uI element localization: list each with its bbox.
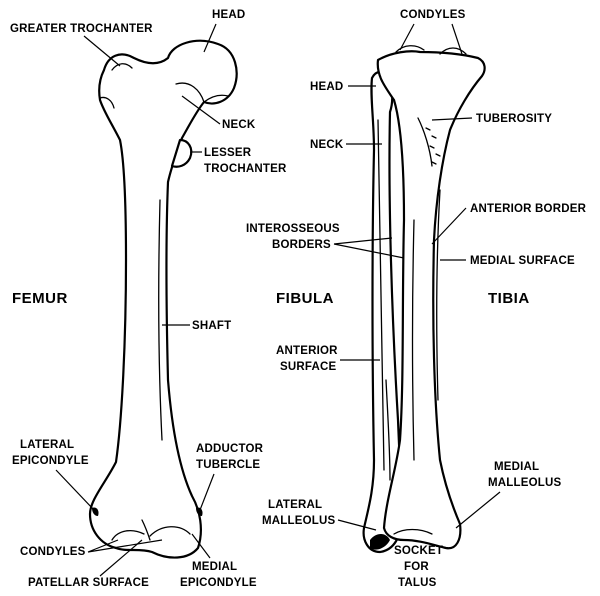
- leader-medial-malleolus: [455, 491, 501, 529]
- label-interosseous-line2: BORDERS: [272, 239, 331, 251]
- label-femur-head: HEAD: [212, 9, 245, 21]
- label-lesser-trochanter-line2: TROCHANTER: [204, 163, 287, 175]
- label-medial-epicondyle-line2: EPICONDYLE: [180, 577, 257, 589]
- label-socket-line2: FOR: [404, 561, 429, 573]
- leader-femur-condyles: [87, 539, 163, 553]
- label-socket-line1: SOCKET: [394, 545, 443, 557]
- femur-title: FEMUR: [12, 290, 68, 307]
- label-tuberosity: TUBEROSITY: [476, 113, 552, 125]
- leader-greater-trochanter: [83, 35, 121, 67]
- label-lesser-trochanter-line1: LESSER: [204, 147, 252, 159]
- leader-interosseous: [333, 237, 405, 259]
- leader-femur-head: [203, 23, 217, 53]
- label-greater-trochanter: GREATER TROCHANTER: [10, 23, 153, 35]
- tibia-bone: [376, 45, 486, 550]
- label-medial-malleolus-line1: MEDIAL: [494, 461, 539, 473]
- label-lateral-malleolus-line1: LATERAL: [268, 499, 322, 511]
- leader-medial-epicondyle: [191, 533, 211, 559]
- label-lateral-malleolus-line2: MALLEOLUS: [262, 515, 335, 527]
- label-medial-surface: MEDIAL SURFACE: [470, 255, 575, 267]
- leader-patellar-surface: [99, 539, 143, 577]
- femur-bone: [88, 39, 238, 559]
- leader-adductor-tubercle: [199, 473, 215, 511]
- label-adductor-tubercle-line2: TUBERCLE: [196, 459, 260, 471]
- fibula-title: FIBULA: [276, 290, 334, 307]
- leader-femur-neck: [181, 95, 221, 125]
- label-medial-epicondyle-line1: MEDIAL: [192, 561, 237, 573]
- label-fibula-neck: NECK: [310, 139, 344, 151]
- label-tibia-condyles: CONDYLES: [400, 9, 466, 21]
- label-femur-neck: NECK: [222, 119, 256, 131]
- label-fibula-head: HEAD: [310, 81, 343, 93]
- label-shaft: SHAFT: [192, 320, 231, 332]
- leader-tuberosity: [431, 117, 473, 121]
- label-anterior-surface-line1: ANTERIOR: [276, 345, 338, 357]
- leader-lateral-malleolus: [337, 519, 377, 531]
- label-patellar-surface: PATELLAR SURFACE: [28, 577, 149, 589]
- label-lateral-epicondyle-line1: LATERAL: [20, 439, 74, 451]
- label-medial-malleolus-line2: MALLEOLUS: [488, 477, 561, 489]
- label-femur-condyles: CONDYLES: [20, 546, 86, 558]
- label-socket-line3: TALUS: [398, 577, 437, 589]
- label-adductor-tubercle-line1: ADDUCTOR: [196, 443, 264, 455]
- leader-lateral-epicondyle: [55, 469, 95, 511]
- leader-tibia-condyles: [399, 23, 463, 55]
- label-anterior-border: ANTERIOR BORDER: [470, 203, 587, 215]
- tibia-title: TIBIA: [488, 290, 530, 307]
- label-lateral-epicondyle-line2: EPICONDYLE: [12, 455, 89, 467]
- label-interosseous-line1: INTEROSSEOUS: [246, 223, 340, 235]
- label-anterior-surface-line2: SURFACE: [280, 361, 336, 373]
- leader-anterior-border: [431, 207, 467, 245]
